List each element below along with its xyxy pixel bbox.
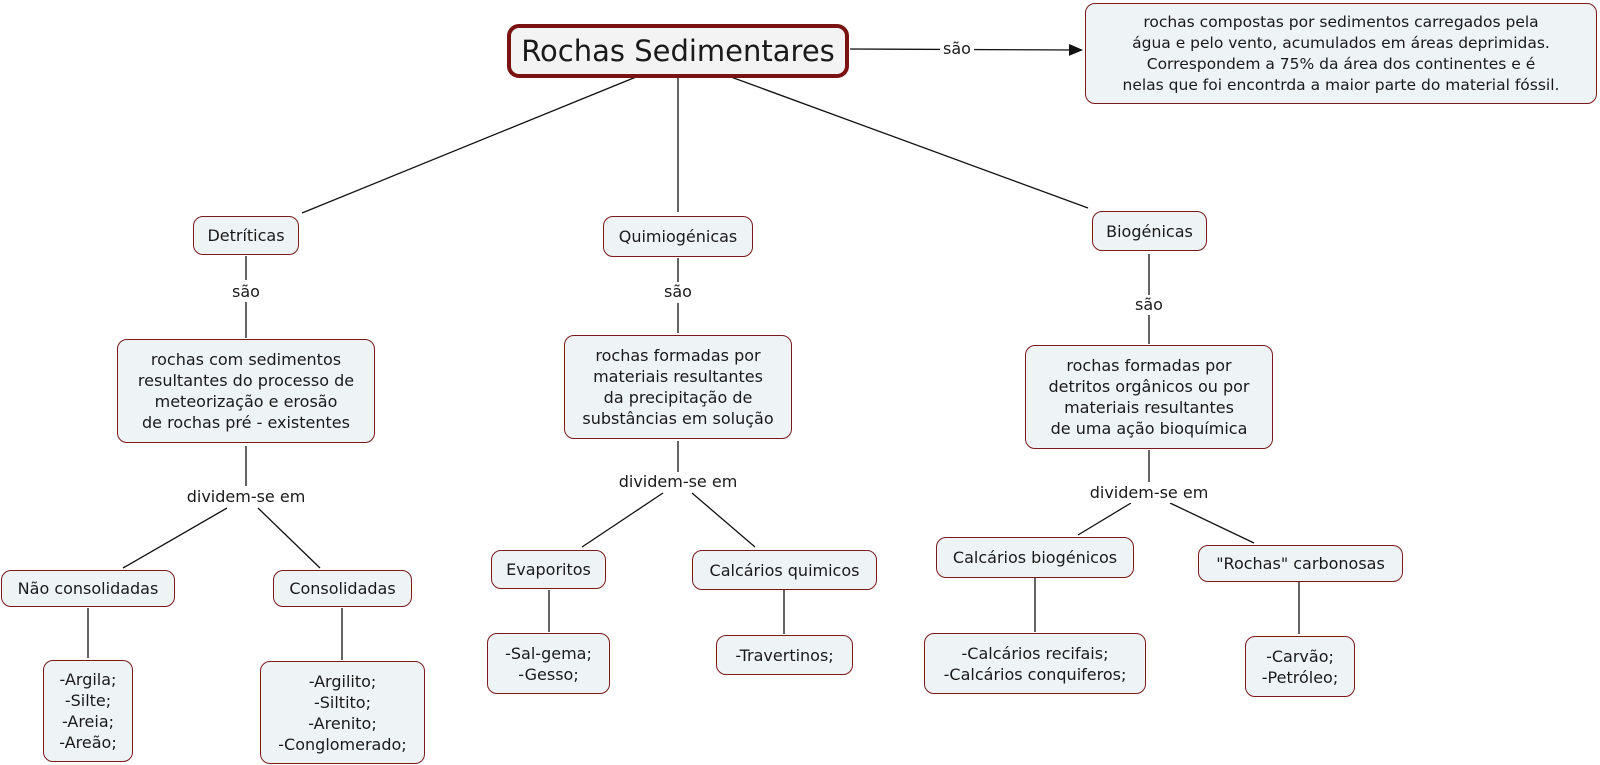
definition-node[interactable]: rochas compostas por sedimentos carregad… bbox=[1085, 3, 1597, 104]
evaporitos-items-node[interactable]: -Sal-gema; -Gesso; bbox=[487, 633, 610, 694]
rochas-carbonosas-node[interactable]: "Rochas" carbonosas bbox=[1198, 545, 1403, 582]
biogenicas-description-node[interactable]: rochas formadas por detritos orgânicos o… bbox=[1025, 345, 1273, 449]
calcarios-quimicos-items-node[interactable]: -Travertinos; bbox=[716, 635, 853, 675]
detriticas-description-node[interactable]: rochas com sedimentos resultantes do pro… bbox=[117, 339, 375, 443]
edge-root-biogenicas bbox=[730, 76, 1089, 209]
calcarios-biogenicos-items-node[interactable]: -Calcários recifais; -Calcários conquife… bbox=[924, 633, 1146, 694]
link-label-detriticas-sao: são bbox=[229, 282, 263, 302]
calcarios-biogenicos-node[interactable]: Calcários biogénicos bbox=[936, 537, 1134, 578]
edge-biogenicas-carbonosas bbox=[1169, 502, 1255, 544]
link-label-detriticas-dividem: dividem-se em bbox=[183, 487, 309, 507]
biogenicas-node[interactable]: Biogénicas bbox=[1092, 211, 1207, 251]
edge-detriticas-consolidadas bbox=[257, 507, 321, 569]
edge-detriticas-nao-consolidadas bbox=[122, 507, 228, 569]
edge-root-detriticas bbox=[301, 76, 637, 214]
root-node[interactable]: Rochas Sedimentares bbox=[507, 24, 849, 78]
edge-quimiogenicas-evaporitos bbox=[581, 492, 664, 548]
link-label-quimiogenicas-sao: são bbox=[661, 282, 695, 302]
edge-quimiogenicas-calcarios bbox=[691, 492, 756, 548]
evaporitos-node[interactable]: Evaporitos bbox=[491, 550, 606, 589]
nao-consolidadas-items-node[interactable]: -Argila; -Silte; -Areia; -Areão; bbox=[43, 660, 133, 762]
link-label-root-definition: são bbox=[940, 39, 974, 59]
link-label-biogenicas-sao: são bbox=[1132, 295, 1166, 315]
detriticas-node[interactable]: Detríticas bbox=[193, 216, 299, 255]
nao-consolidadas-node[interactable]: Não consolidadas bbox=[1, 570, 175, 607]
quimiogenicas-description-node[interactable]: rochas formadas por materiais resultante… bbox=[564, 335, 792, 439]
link-label-biogenicas-dividem: dividem-se em bbox=[1086, 483, 1212, 503]
link-label-quimiogenicas-dividem: dividem-se em bbox=[615, 472, 741, 492]
calcarios-quimicos-node[interactable]: Calcários quimicos bbox=[692, 550, 877, 590]
consolidadas-items-node[interactable]: -Argilito; -Siltito; -Arenito; -Conglome… bbox=[260, 661, 425, 764]
consolidadas-node[interactable]: Consolidadas bbox=[273, 570, 412, 607]
rochas-carbonosas-items-node[interactable]: -Carvão; -Petróleo; bbox=[1245, 636, 1355, 697]
edge-biogenicas-calcarios bbox=[1077, 502, 1132, 536]
quimiogenicas-node[interactable]: Quimiogénicas bbox=[603, 216, 753, 257]
